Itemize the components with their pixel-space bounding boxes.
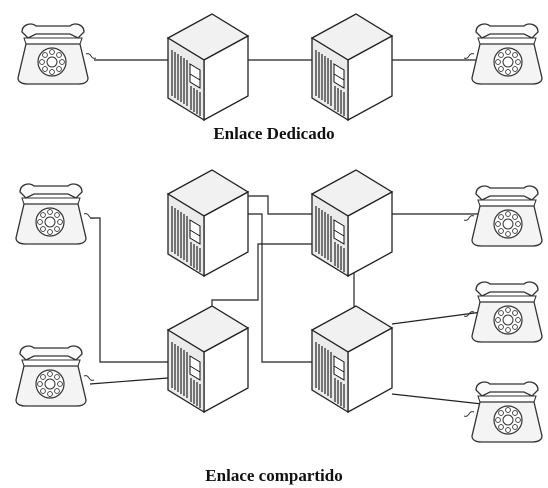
telephone-icon (463, 381, 543, 443)
telephone-icon (17, 23, 97, 85)
shared-link-caption: Enlace compartido (205, 466, 343, 485)
switch-server-icon (311, 13, 393, 121)
switch-server-icon (167, 13, 249, 121)
switch-server-icon (167, 169, 249, 277)
telephone-icon (463, 185, 543, 247)
telephone-icon (463, 23, 543, 85)
switch-server-icon (311, 305, 393, 413)
shared-links (89, 195, 483, 405)
dedicated-link-caption: Enlace Dedicado (213, 124, 335, 143)
telephone-icon (463, 281, 543, 343)
telephone-icon (15, 345, 95, 407)
switch-server-icon (311, 169, 393, 277)
telephone-icon (15, 183, 95, 245)
switch-server-icon (167, 305, 249, 413)
